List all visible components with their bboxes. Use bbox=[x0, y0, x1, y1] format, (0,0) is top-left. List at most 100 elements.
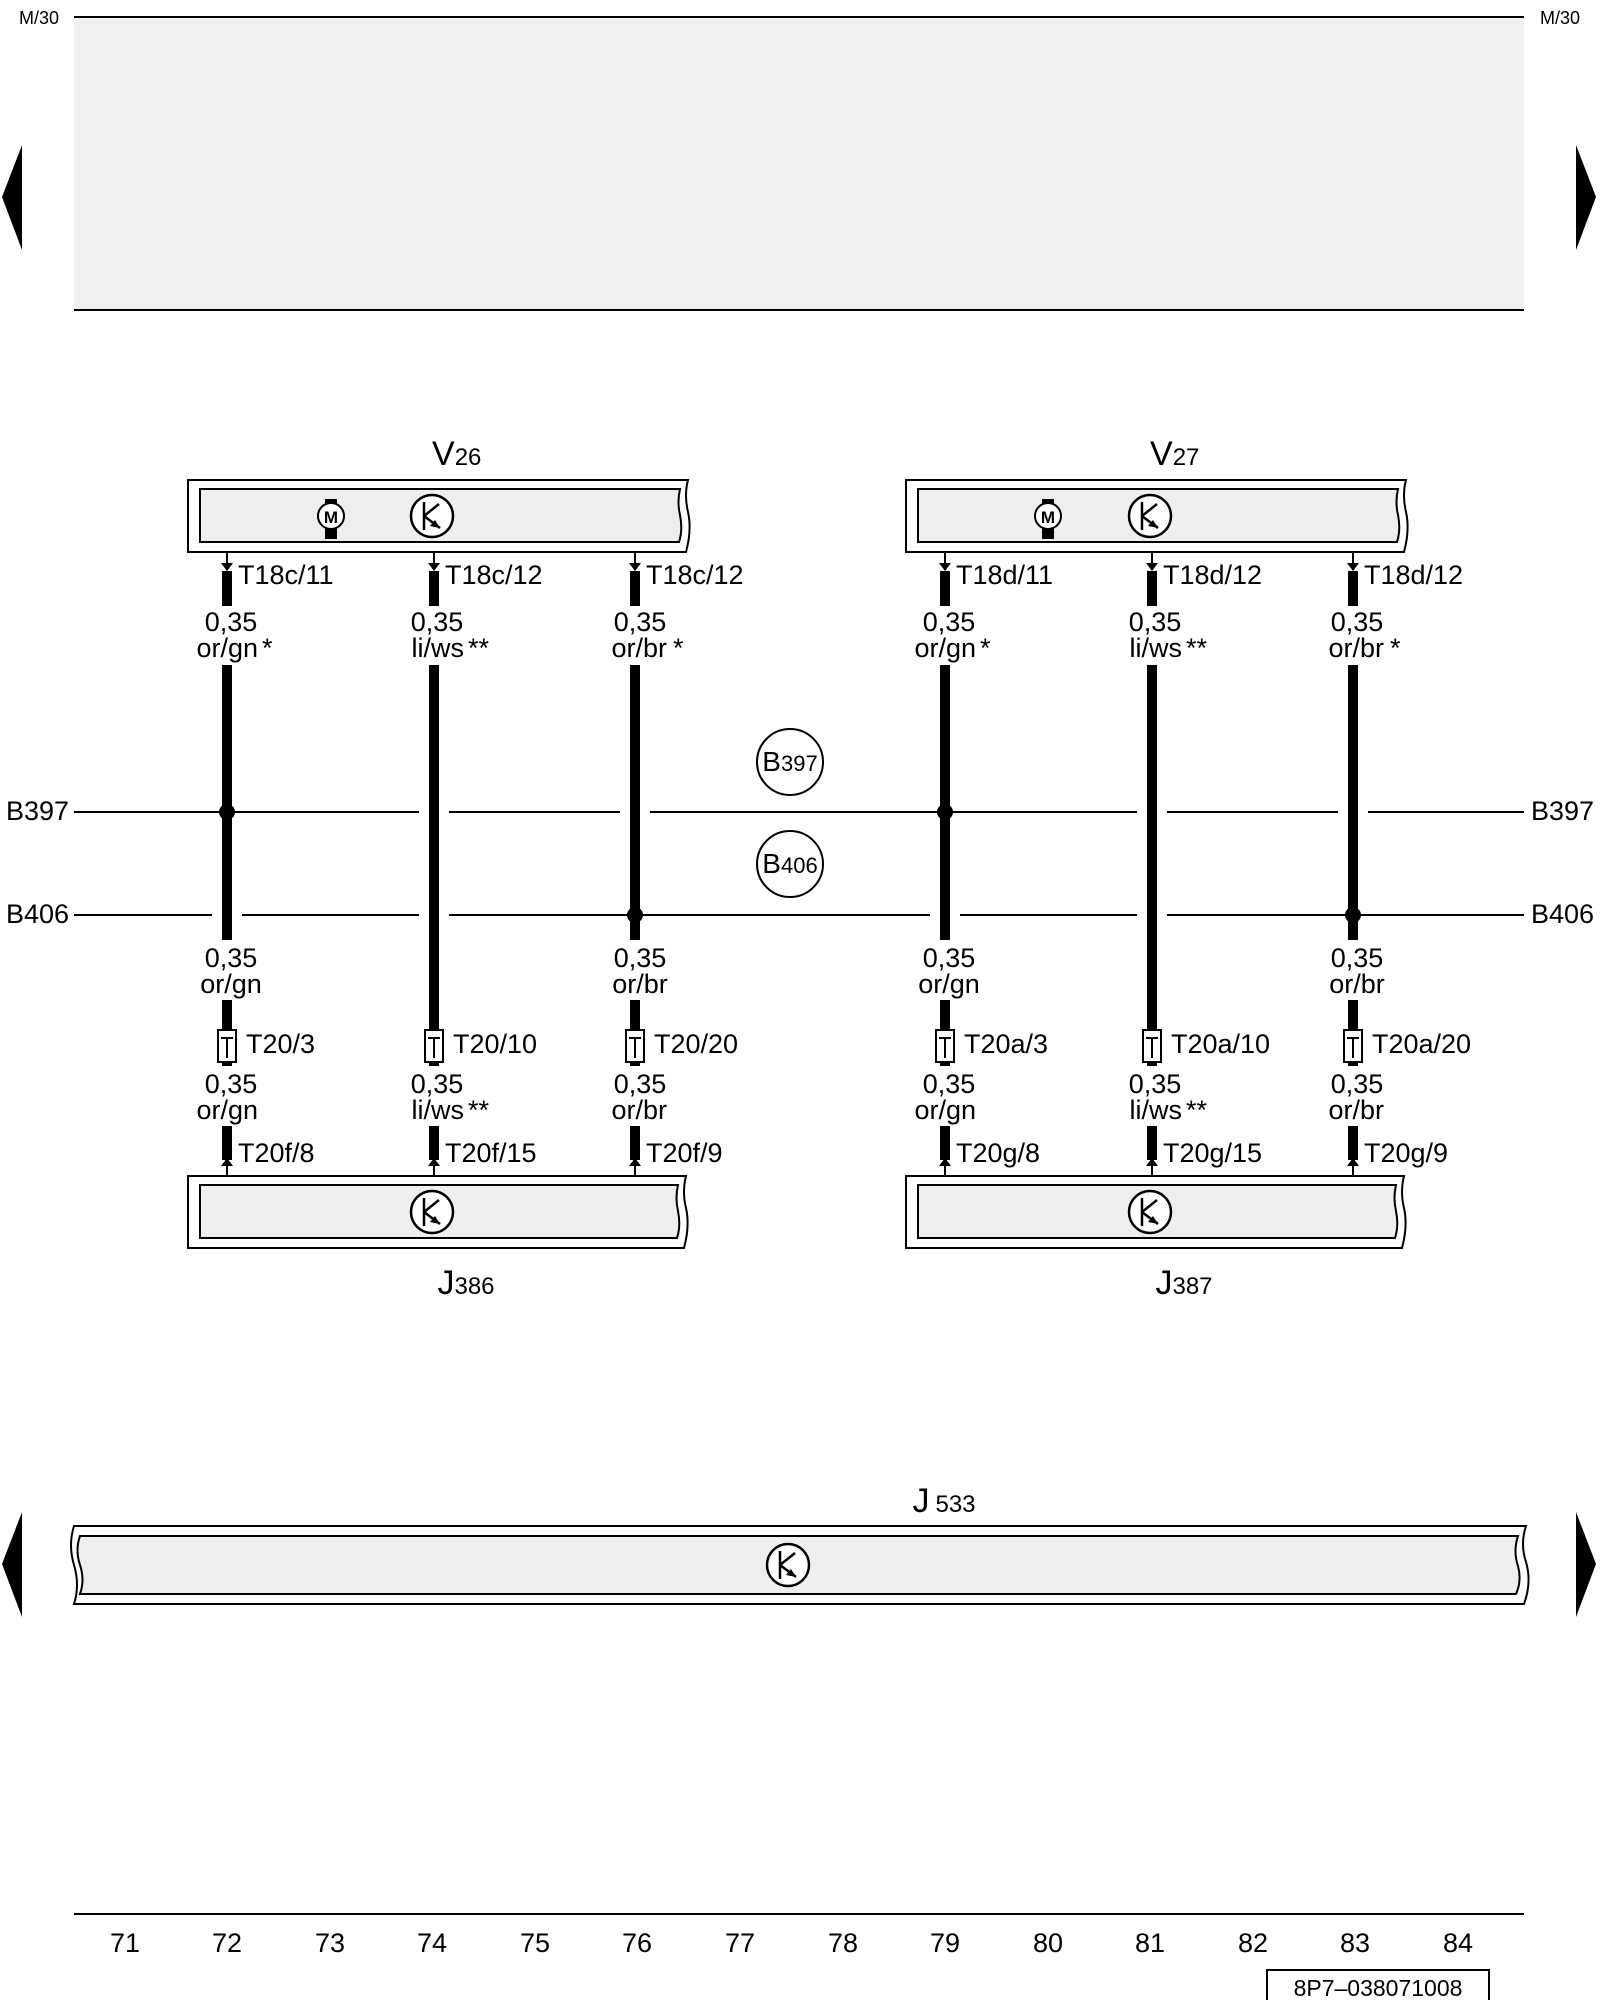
v26-control-unit-icon bbox=[409, 493, 455, 539]
wire-2-spec-size: 0,35 bbox=[411, 607, 464, 637]
wire-4-connector: T20a/3 bbox=[964, 1029, 1048, 1059]
wire-6-low-color: or/br bbox=[1328, 1095, 1384, 1125]
track-number: 79 bbox=[930, 1928, 960, 1958]
wire-2-spec-mark: ** bbox=[468, 633, 490, 663]
wire-4-spec-mark: * bbox=[980, 633, 991, 663]
bus-b406-tag bbox=[756, 830, 824, 898]
wire-5-spec-color: li/ws bbox=[1130, 633, 1183, 663]
wire-3-spec-color: or/br bbox=[611, 633, 667, 663]
page-ref-right: M/30 bbox=[1540, 8, 1580, 28]
wire-4: T18d/11 0,35 or/gn * 0,35 or/gn T20a/3 0… bbox=[914, 552, 1053, 1176]
top-panel bbox=[74, 17, 1524, 310]
bus-b406-label-right: B406 bbox=[1531, 899, 1594, 929]
track-number: 78 bbox=[828, 1928, 858, 1958]
splice-dot bbox=[627, 907, 643, 923]
track-number: 71 bbox=[110, 1928, 140, 1958]
wire-6-spec-size: 0,35 bbox=[1331, 607, 1384, 637]
wire-5-bottom-pin: T20g/15 bbox=[1163, 1138, 1262, 1168]
component-v26: V26 M bbox=[187, 435, 691, 553]
wire-1-spec-mark: * bbox=[262, 633, 273, 663]
wire-6-top-pin: T18d/12 bbox=[1364, 560, 1463, 590]
track-number: 74 bbox=[417, 1928, 447, 1958]
v27-label: V27 bbox=[1150, 435, 1199, 473]
j387-label: J387 bbox=[1155, 1264, 1212, 1302]
wire-4-mid-color: or/gn bbox=[918, 969, 980, 999]
j386-label: J386 bbox=[437, 1264, 494, 1302]
connector-icon bbox=[217, 1029, 237, 1063]
splice-dot bbox=[937, 804, 953, 820]
track-number: 81 bbox=[1135, 1928, 1165, 1958]
v27-control-unit-icon bbox=[1127, 493, 1173, 539]
wire-1: T18c/11 0,35 or/gn * 0,35 or/gn T20/3 0,… bbox=[196, 552, 334, 1176]
wire-5-connector: T20a/10 bbox=[1171, 1029, 1270, 1059]
bus-b397-tag-text: B397 bbox=[762, 746, 817, 777]
connector-icon bbox=[1142, 1029, 1162, 1063]
wire-4-bottom-pin: T20g/8 bbox=[956, 1138, 1040, 1168]
wire-4-low-color: or/gn bbox=[914, 1095, 976, 1125]
wire-5-low-size: 0,35 bbox=[1129, 1069, 1182, 1099]
bus-b397-label-right: B397 bbox=[1531, 796, 1594, 826]
v26-motor-icon: M bbox=[317, 499, 345, 539]
wire-6-low-size: 0,35 bbox=[1331, 1069, 1384, 1099]
wire-5-spec-mark: ** bbox=[1186, 633, 1208, 663]
nav-arrow-right-top-icon[interactable] bbox=[1576, 145, 1596, 250]
track-numbers: 71 72 73 74 75 76 77 78 79 80 81 82 83 8… bbox=[110, 1928, 1473, 1958]
connector-icon bbox=[1343, 1029, 1363, 1063]
bus-b397: B397 B397 B397 bbox=[6, 728, 1594, 826]
wire-4-spec-size: 0,35 bbox=[923, 607, 976, 637]
drawing-number-box bbox=[1266, 1969, 1490, 2000]
wire-5-top-pin: T18d/12 bbox=[1163, 560, 1262, 590]
wire-5: T18d/12 0,35 li/ws ** T20a/10 0,35 li/ws… bbox=[1129, 552, 1270, 1176]
wire-6-connector: T20a/20 bbox=[1372, 1029, 1471, 1059]
track-number: 73 bbox=[315, 1928, 345, 1958]
track-number: 77 bbox=[725, 1928, 755, 1958]
wire-5-spec-size: 0,35 bbox=[1129, 607, 1182, 637]
svg-text:M: M bbox=[1041, 508, 1055, 527]
wire-2-low-size: 0,35 bbox=[411, 1069, 464, 1099]
wire-6-spec-mark: * bbox=[1390, 633, 1401, 663]
wire-6-spec-color: or/br bbox=[1328, 633, 1384, 663]
wire-1-spec-color: or/gn bbox=[196, 633, 258, 663]
wire-2-spec-color: li/ws bbox=[412, 633, 465, 663]
wire-1-mid-color: or/gn bbox=[200, 969, 262, 999]
wire-2-bottom-pin: T20f/15 bbox=[445, 1138, 537, 1168]
track-number: 84 bbox=[1443, 1928, 1473, 1958]
bus-b397-tag bbox=[756, 728, 824, 796]
wire-4-low-size: 0,35 bbox=[923, 1069, 976, 1099]
connector-icon bbox=[625, 1029, 645, 1063]
component-v27: V27 M bbox=[905, 435, 1409, 553]
track-number: 75 bbox=[520, 1928, 550, 1958]
wire-3-top-pin: T18c/12 bbox=[646, 560, 744, 590]
page-ref-left: M/30 bbox=[19, 8, 59, 28]
wire-3-mid-size: 0,35 bbox=[614, 943, 667, 973]
wire-3-bottom-pin: T20f/9 bbox=[646, 1138, 723, 1168]
wire-6: T18d/12 0,35 or/br * 0,35 or/br T20a/20 … bbox=[1328, 552, 1471, 1176]
wire-5-low-color: li/ws bbox=[1130, 1095, 1183, 1125]
bus-b397-label-left: B397 bbox=[6, 796, 69, 826]
wire-1-bottom-pin: T20f/8 bbox=[238, 1138, 315, 1168]
connector-icon bbox=[424, 1029, 444, 1063]
wire-3-spec-mark: * bbox=[673, 633, 684, 663]
wire-3: T18c/12 0,35 or/br * 0,35 or/br T20/20 0… bbox=[611, 552, 744, 1176]
j533-control-unit-icon bbox=[765, 1542, 811, 1588]
splice-dot bbox=[219, 804, 235, 820]
wire-6-mid-color: or/br bbox=[1329, 969, 1385, 999]
v26-label: V26 bbox=[432, 435, 481, 473]
wire-4-top-pin: T18d/11 bbox=[956, 560, 1053, 590]
component-j387: J387 bbox=[905, 1175, 1407, 1302]
nav-arrow-left-bottom-icon[interactable] bbox=[2, 1512, 22, 1617]
wire-3-low-size: 0,35 bbox=[614, 1069, 667, 1099]
v27-motor-icon: M bbox=[1034, 499, 1062, 539]
wire-1-mid-size: 0,35 bbox=[205, 943, 258, 973]
wire-2-top-pin: T18c/12 bbox=[445, 560, 543, 590]
wire-1-low-size: 0,35 bbox=[205, 1069, 258, 1099]
component-j386: J386 bbox=[187, 1175, 689, 1302]
j386-control-unit-icon bbox=[409, 1189, 455, 1235]
nav-arrow-right-bottom-icon[interactable] bbox=[1576, 1512, 1596, 1617]
nav-arrow-left-top-icon[interactable] bbox=[2, 145, 22, 250]
wire-1-top-pin: T18c/11 bbox=[238, 560, 334, 590]
track-number: 82 bbox=[1238, 1928, 1268, 1958]
j387-control-unit-icon bbox=[1127, 1189, 1173, 1235]
